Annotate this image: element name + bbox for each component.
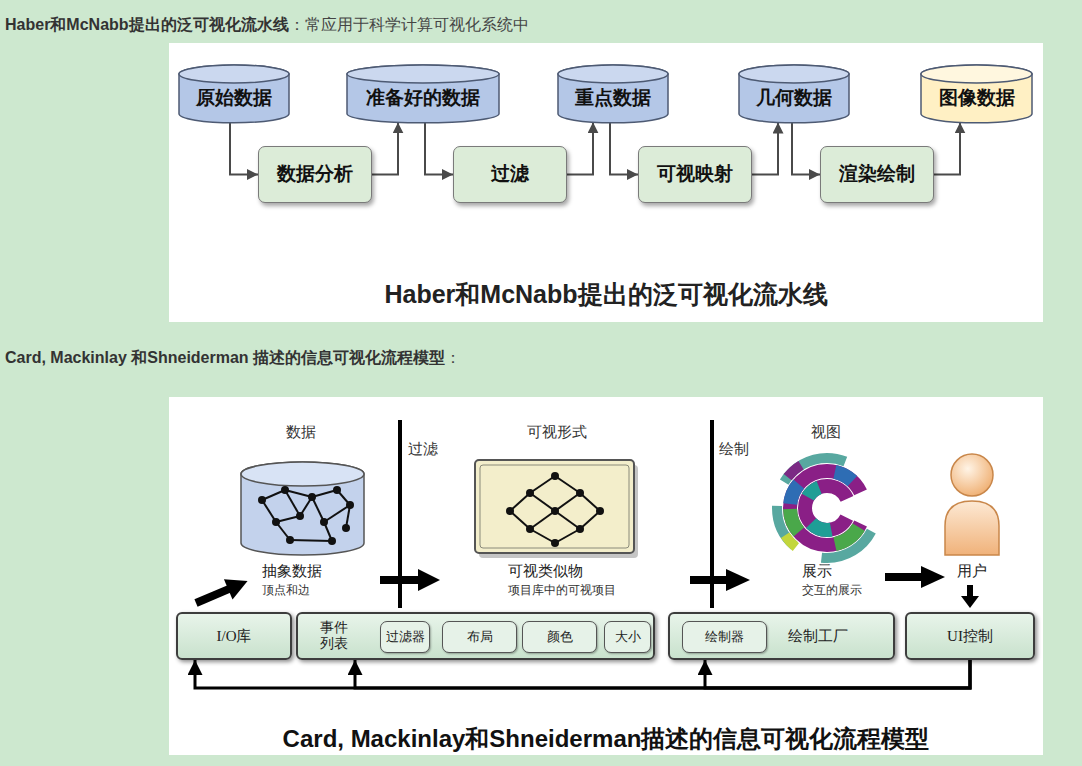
stage-title: 绘制 [719,440,749,459]
panel-ground [169,43,1043,322]
cylinder-body [179,65,289,123]
module-box: UI控制 [905,612,1035,660]
stage-name: 用户 [957,562,987,581]
process-box: 数据分析 [258,146,372,203]
node-label: 绘制器 [705,629,744,645]
section-heading: ： [445,348,461,368]
node-label: 原始数据 [196,78,272,110]
cylinder-top [739,65,849,83]
process-box: 可视映射 [638,146,752,203]
stage-note: 交互的展示 [802,583,862,598]
process-box: 过滤 [453,146,567,203]
data-store: 准备好的数据 [346,65,500,123]
node-label: 绘制工厂 [788,627,848,645]
flow-connector [705,660,970,688]
flow-connector [610,123,638,175]
node-label: 几何数据 [756,78,832,110]
node-label: 可视映射 [657,163,733,186]
cylinder-body [739,65,849,123]
data-store: 图像数据 [920,65,1033,123]
flow-connector [230,123,258,175]
visual-form [475,460,638,558]
node-label: 颜色 [547,629,573,645]
stage-name: 可视类似物 [508,562,583,581]
stage-title: 视图 [811,423,841,442]
node-label: 过滤 [491,163,529,186]
cylinder-top [921,65,1032,83]
stage-title: 过滤 [408,440,438,459]
flow-connector [425,123,453,175]
cylinder-top [179,65,289,83]
node-label: 数据分析 [277,163,353,186]
node-label: 图像数据 [939,78,1015,110]
stage-divider [398,420,402,608]
flow-connector [792,123,820,175]
module-box: I/O库 [176,612,292,660]
node-label: UI控制 [947,627,993,645]
node-label: 事件 列表 [320,620,348,652]
component-box: 绘制器 [682,621,767,653]
node-label: 渲染绘制 [839,163,915,186]
flow-connector [567,122,593,174]
node-label: 重点数据 [575,78,651,110]
cylinder-top [347,65,499,83]
stage-name: 展示 [802,562,832,581]
cylinder-body [558,65,668,123]
stage-name: 抽象数据 [262,562,322,581]
flow-connector [752,123,778,175]
component-box: 布局 [442,621,517,653]
module-group: 绘制工厂 绘制器 [668,612,895,660]
stage-title: 可视形式 [527,423,587,442]
node-label: 过滤器 [386,629,425,645]
stage-divider [710,420,714,608]
data-store: 重点数据 [557,65,669,123]
cylinder-top [558,65,668,83]
figure-caption: Card, Mackinlay和Shneiderman描述的信息可视化流程模型 [283,724,930,754]
data-cylinder [241,462,364,555]
user-icon [945,454,999,555]
data-store: 原始数据 [178,65,290,123]
component-box: 大小 [604,621,651,653]
node-label: 大小 [615,629,641,645]
flow-connector [195,660,970,688]
cylinder-body [921,65,1032,123]
data-store: 几何数据 [738,65,850,123]
node-label: I/O库 [217,627,252,645]
stage-note: 顶点和边 [262,583,310,598]
sunburst-view [777,458,877,558]
module-group: 事件 列表 过滤器 布局 颜色 大小 [296,612,655,660]
node-label: 准备好的数据 [366,78,480,110]
component-box: 过滤器 [380,621,430,653]
flow-connector [355,660,970,688]
stage-title: 数据 [286,423,316,442]
process-box: 渲染绘制 [820,146,934,203]
flow-connector [934,122,960,174]
section-heading: ：常应用于科学计算可视化系统中 [289,15,529,35]
cylinder-body [347,65,499,123]
section-heading: Haber和McNabb提出的泛可视化流水线 [5,15,289,35]
node-label: 布局 [467,629,493,645]
section-heading: Card, Mackinlay 和Shneiderman 描述的信息可视化流程模… [5,348,445,368]
panel-ground [169,397,1043,755]
figure-caption: Haber和McNabb提出的泛可视化流水线 [384,279,827,310]
flow-connector [372,122,398,174]
stage-note: 项目库中的可视项目 [508,583,616,598]
component-box: 颜色 [522,621,597,653]
